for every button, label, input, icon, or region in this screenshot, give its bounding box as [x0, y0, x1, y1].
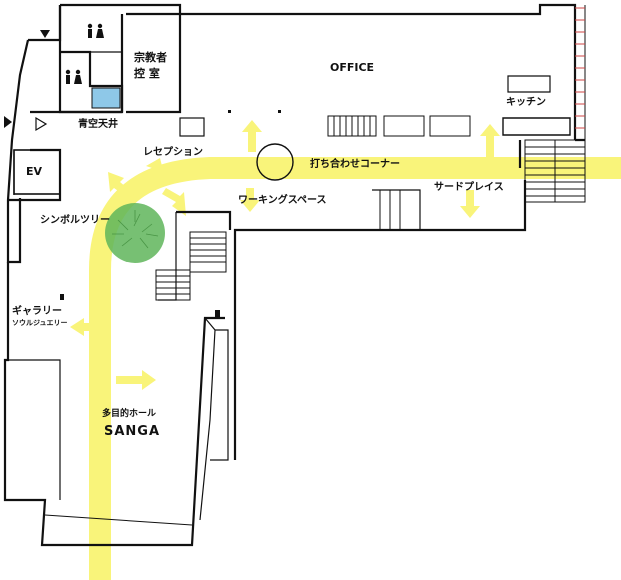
room-label-atrium: 青空天井 — [78, 119, 118, 130]
room-label-gallery-sub: ソウルジュエリー — [12, 319, 68, 327]
symbol-tree-marker — [105, 203, 165, 263]
east-stairs-icon — [524, 5, 586, 203]
ev-box — [13, 149, 61, 195]
room-label-gallery: ギャラリー — [12, 306, 62, 317]
room-label-third-place: サードプレイス — [434, 182, 504, 193]
room-label-religious-room-2: 控 室 — [134, 67, 160, 80]
room-label-meeting-corner: 打ち合わせコーナー — [310, 159, 400, 170]
room-label-office: OFFICE — [330, 61, 375, 74]
exterior-wall-hatch — [575, 7, 585, 129]
room-label-ev: EV — [26, 165, 43, 178]
accessible-restroom — [91, 87, 121, 109]
third-place-partition — [379, 190, 401, 230]
entrance-arrow-icon — [4, 30, 50, 132]
room-label-hall-title: 多目的ホール — [102, 409, 157, 419]
meeting-table — [256, 143, 294, 181]
room-label-hall-name: SANGA — [104, 424, 161, 439]
direction-arrows — [70, 120, 500, 390]
room-label-reception: レセプション — [143, 147, 203, 158]
room-label-kitchen: キッチン — [506, 97, 546, 108]
stairs-icon — [155, 231, 227, 301]
room-label-symbol-tree: シンボルツリー — [40, 215, 110, 226]
columns — [60, 110, 281, 318]
room-label-working-space: ワーキングスペース — [238, 195, 327, 206]
room-label-religious-room-1: 宗教者 — [134, 51, 167, 64]
office-stairs-icon — [327, 115, 471, 137]
restroom-icon — [65, 23, 104, 84]
reception-desk — [179, 117, 205, 137]
